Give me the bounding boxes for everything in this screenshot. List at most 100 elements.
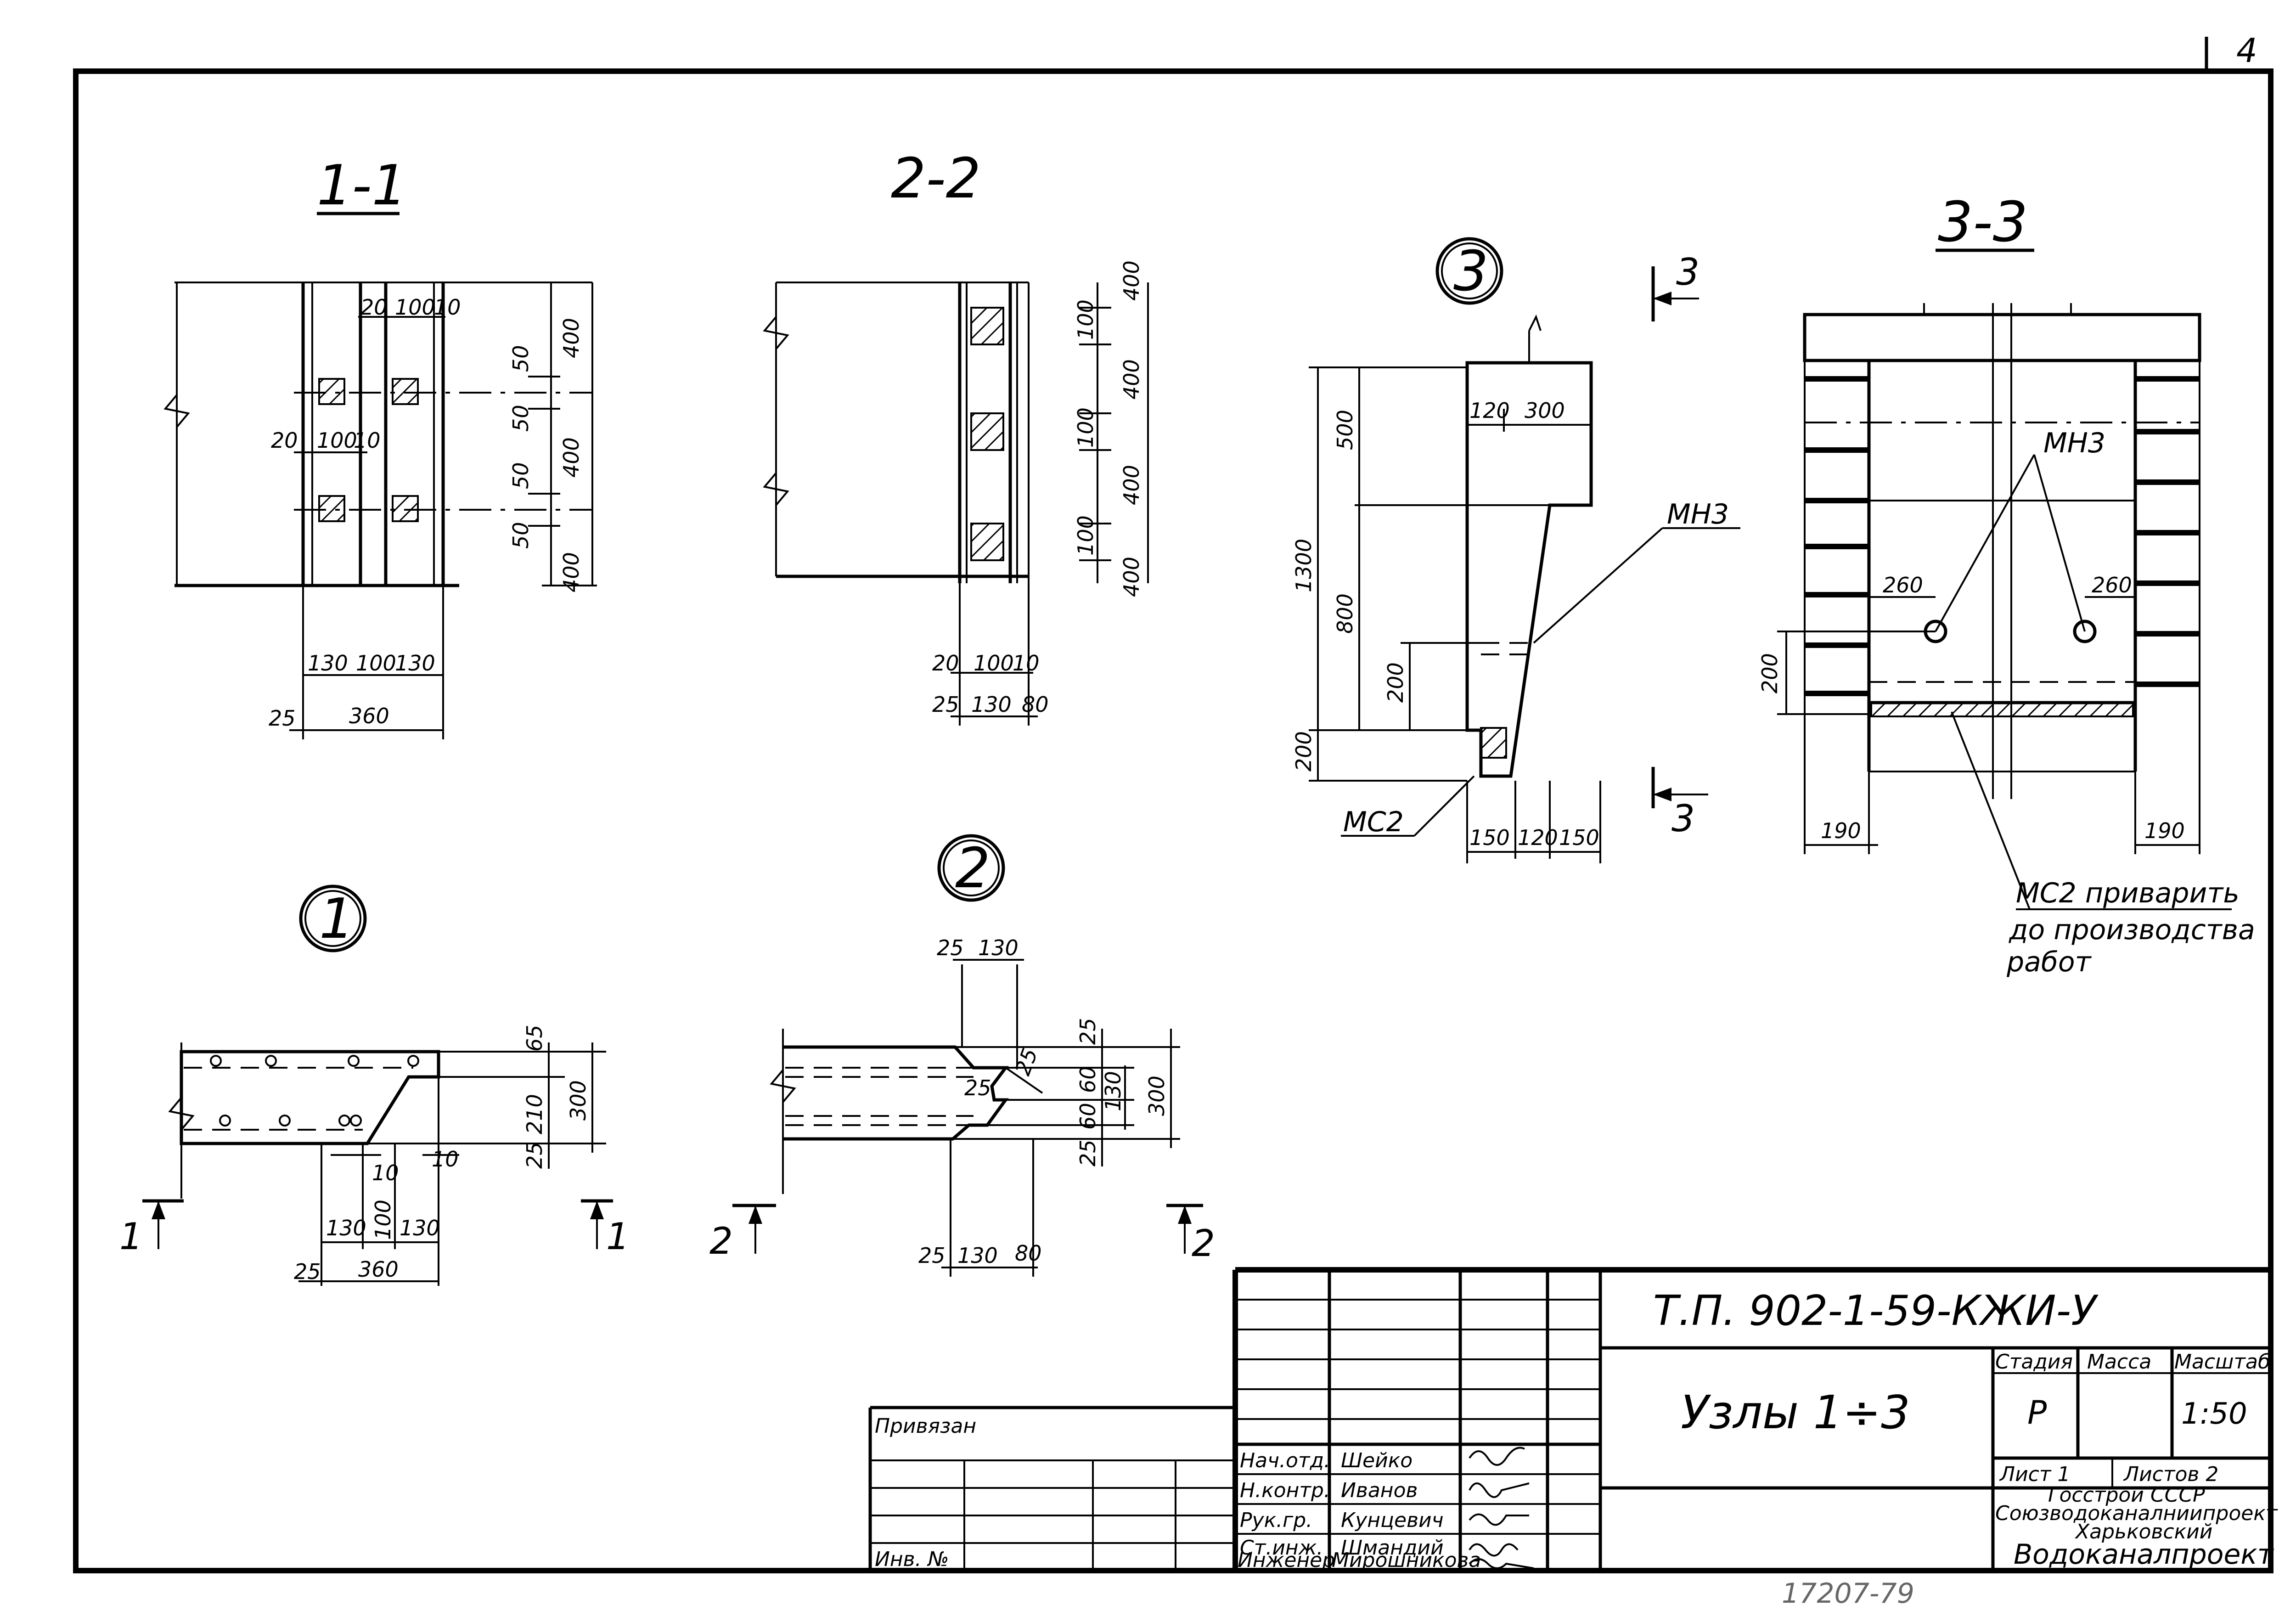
note-line-3: работ	[2006, 946, 2092, 978]
cut-label: 3	[1671, 797, 1695, 840]
dim: 60	[1075, 1103, 1100, 1130]
node-3-number: 3	[1453, 240, 1488, 304]
section-1-1-title: 1-1	[317, 154, 407, 218]
dim: 400	[1119, 359, 1144, 400]
dim: 10	[354, 428, 381, 453]
dim: 20	[360, 295, 388, 320]
dim: 60	[1075, 1066, 1100, 1093]
dim: 10	[434, 295, 461, 320]
dim: 400	[1119, 260, 1144, 301]
dim: 200	[1291, 731, 1316, 772]
header-mass: Масса	[2087, 1350, 2151, 1374]
dim: 200	[1757, 653, 1782, 693]
dim: 130	[326, 1216, 366, 1240]
dim: 25	[522, 1142, 547, 1169]
drawing-code: Т.П. 902-1-59-КЖИ-У	[1653, 1287, 2099, 1335]
section-2-2-title: 2-2	[891, 147, 981, 211]
node-3: 3 3 3 1300 500 800 200 200 120 300	[1291, 237, 1740, 863]
dim: 260	[1883, 573, 1923, 597]
ribs	[1805, 376, 2200, 696]
staff-grid-rows	[1235, 1299, 1600, 1535]
staff-name: Шейко	[1341, 1449, 1412, 1472]
dim: 25	[294, 1259, 321, 1284]
title-block: Нач.отд. Шейко Н.контр. Иванов Рук.гр. К…	[868, 1267, 2278, 1572]
dim: 130	[395, 651, 435, 676]
dim: 50	[508, 462, 533, 489]
dim: 130	[971, 692, 1012, 717]
staff-name: Иванов	[1341, 1479, 1418, 1502]
dim: 25	[932, 692, 959, 717]
section-2-2: 2-2 100 100 100 400 400 400 400 2	[763, 147, 1149, 726]
linked-label: Привязан	[875, 1414, 976, 1438]
dim: 50	[508, 522, 533, 549]
dim: 65	[522, 1025, 547, 1052]
dim: 190	[2144, 818, 2185, 843]
dim: 100	[356, 651, 396, 676]
header-scale: Масштаб	[2174, 1350, 2270, 1374]
scale-value: 1:50	[2181, 1397, 2247, 1431]
dim: 360	[349, 704, 389, 728]
signatures	[1469, 1447, 1534, 1569]
dim: 150	[1559, 825, 1599, 850]
dim: 80	[1015, 1241, 1042, 1266]
dim: 130	[400, 1216, 440, 1240]
stage-value: Р	[2027, 1394, 2047, 1431]
section-3-3-title: 3-3	[1938, 191, 2028, 254]
org-line-4: Водоканалпроект	[2014, 1538, 2274, 1571]
cut-label: 1	[606, 1215, 630, 1258]
dim: 25	[269, 706, 296, 731]
dim: 120	[1469, 398, 1510, 423]
dim: 50	[508, 345, 533, 372]
dim: 130	[1101, 1071, 1125, 1111]
dim: 300	[1525, 398, 1565, 423]
inventory-label: Инв. №	[875, 1548, 949, 1571]
cut-label: 2	[709, 1220, 733, 1262]
dim: 100	[1073, 515, 1098, 556]
note-line-2: до производства	[2009, 914, 2255, 946]
staff-role: Н.контр.	[1240, 1479, 1330, 1502]
dim: 25	[937, 935, 964, 960]
org-line-1: Госстрой СССР	[2048, 1483, 2205, 1507]
org-line-3: Харьковский	[2075, 1520, 2212, 1543]
sheet-count: Листов 2	[2123, 1463, 2218, 1486]
drawing-name: Узлы 1÷3	[1681, 1386, 1910, 1439]
label-mn3: МН3	[2043, 427, 2105, 459]
dim: 130	[308, 651, 348, 676]
dim: 800	[1333, 593, 1357, 634]
dim: 400	[559, 318, 584, 358]
section-3-3: 3-3	[1757, 191, 2255, 978]
dim: 100	[371, 1200, 395, 1240]
label-mn3: МН3	[1667, 498, 1729, 530]
dim: 25	[918, 1243, 945, 1268]
dim: 100	[1073, 407, 1098, 448]
dim: 130	[978, 935, 1019, 960]
dim: 260	[2092, 573, 2132, 597]
dim: 120	[1518, 825, 1558, 850]
dim: 10	[432, 1147, 459, 1172]
cut-label: 1	[119, 1215, 143, 1258]
drawing-frame: 4	[73, 31, 2273, 1573]
dim: 360	[358, 1257, 399, 1282]
dim: 10	[1013, 651, 1040, 676]
dim: 1300	[1291, 539, 1316, 592]
dim: 130	[957, 1243, 998, 1268]
staff-role: Рук.гр.	[1240, 1509, 1312, 1532]
dim: 400	[1119, 465, 1144, 505]
node-1: 1 65 210 25 300 10 10 130 100 130 25	[119, 884, 630, 1286]
dim: 210	[522, 1094, 547, 1134]
archive-number: 17207-79	[1782, 1577, 1914, 1610]
dim: 150	[1469, 825, 1510, 850]
cut-label: 2	[1192, 1222, 1215, 1265]
page-number: 4	[2236, 31, 2257, 70]
dim: 20	[932, 651, 959, 676]
staff-name: Шмандий	[1341, 1536, 1444, 1560]
staff-role: Ст.инж.	[1240, 1536, 1323, 1560]
dim: 10	[372, 1160, 399, 1185]
org-line-2: Союзводоканалниипроект	[1995, 1502, 2278, 1525]
dim: 25	[1075, 1139, 1100, 1166]
dim: 100	[974, 651, 1014, 676]
dim: 100	[317, 428, 357, 453]
note-line-1: МС2 приварить	[2016, 877, 2240, 909]
staff-name: Кунцевич	[1341, 1509, 1444, 1532]
dim: 400	[1119, 557, 1144, 597]
